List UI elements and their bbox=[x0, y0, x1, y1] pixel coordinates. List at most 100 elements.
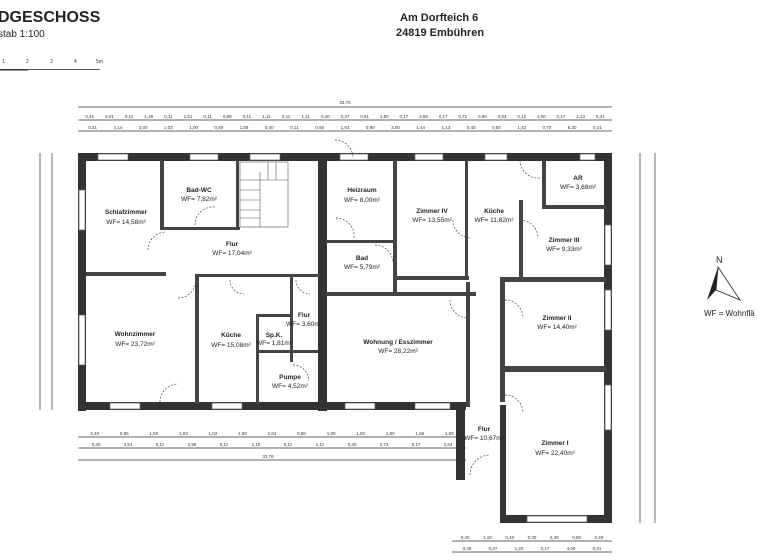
room-speisekammer: Sp.K.WF= 1,81m² bbox=[256, 332, 293, 347]
dimension-label: 0,11 bbox=[282, 114, 291, 119]
dimension-label: 0,40 bbox=[463, 546, 472, 551]
svg-text:WF= 3,68m²: WF= 3,68m² bbox=[560, 184, 597, 191]
dimension-label: 2,73 bbox=[380, 442, 389, 447]
dimension-label: 0,41 bbox=[85, 114, 94, 119]
staircase bbox=[239, 161, 289, 228]
dimension-label: 1,44 bbox=[416, 125, 425, 130]
dimension-total-top: 33,76 bbox=[339, 100, 351, 105]
svg-text:WF= 11,82m²: WF= 11,82m² bbox=[474, 217, 514, 224]
dimension-label: 0,40 bbox=[505, 535, 514, 540]
dimension-label: 0,11 bbox=[284, 442, 293, 447]
svg-text:Pumpe: Pumpe bbox=[279, 374, 301, 381]
dimension-label: 0,41 bbox=[593, 546, 602, 551]
dimension-label: 1,03 bbox=[164, 125, 173, 130]
dimension-label: 0,40 bbox=[321, 114, 330, 119]
dimension-label: 1,42 bbox=[517, 125, 526, 130]
dimension-label: 1,56 bbox=[415, 431, 424, 436]
svg-text:Zimmer IV: Zimmer IV bbox=[416, 208, 448, 215]
dimension-label: 0,40 bbox=[595, 535, 604, 540]
dimension-label: 1,50 bbox=[356, 431, 365, 436]
dimension-label: 0,50 bbox=[315, 125, 324, 130]
dimension-label: 0,11 bbox=[203, 114, 212, 119]
dimension-label: 0,12 bbox=[517, 114, 526, 119]
dimension-label: 1,00 bbox=[189, 125, 198, 130]
svg-text:WF= 14,40m²: WF= 14,40m² bbox=[537, 324, 577, 331]
svg-text:Zimmer II: Zimmer II bbox=[543, 315, 572, 322]
svg-text:WF= 23,72m²: WF= 23,72m² bbox=[115, 341, 155, 348]
dimension-label: 1,00 bbox=[537, 114, 546, 119]
svg-text:WF= 5,79m²: WF= 5,79m² bbox=[344, 264, 381, 271]
dimension-label: 2,49 bbox=[550, 535, 559, 540]
walls bbox=[78, 153, 612, 523]
svg-text:WF= 3,60m²: WF= 3,60m² bbox=[286, 321, 323, 328]
svg-text:Sp.K.: Sp.K. bbox=[266, 332, 283, 339]
dimension-label: 0,71 bbox=[458, 114, 467, 119]
floor-title: DGESCHOSS bbox=[0, 9, 101, 26]
dimension-label: 0,45 bbox=[467, 125, 476, 130]
svg-text:Wohnung / Esszimmer: Wohnung / Esszimmer bbox=[363, 339, 433, 346]
svg-text:Küche: Küche bbox=[484, 208, 504, 215]
dimension-label: 0,86 bbox=[297, 431, 306, 436]
dimension-label: 0,11 bbox=[243, 114, 252, 119]
svg-text:WF= 8,00m²: WF= 8,00m² bbox=[344, 197, 381, 204]
dimension-label: 6,30 bbox=[568, 125, 577, 130]
dimension-label: 0,17 bbox=[557, 114, 566, 119]
svg-text:Wohnzimmer: Wohnzimmer bbox=[115, 331, 156, 338]
dimension-label: 0,90 bbox=[478, 114, 487, 119]
scale-tick: 2 bbox=[26, 59, 29, 65]
dimension-label: 2,56 bbox=[419, 114, 428, 119]
room-zimmer-ii: Zimmer II WF= 14,40m² bbox=[537, 315, 577, 331]
dimension-label: 0,40 bbox=[90, 431, 99, 436]
scale-label: stab 1:100 bbox=[0, 29, 45, 40]
dimension-label: 4,14 bbox=[114, 125, 123, 130]
svg-text:Bad: Bad bbox=[356, 255, 368, 262]
dimension-label: 1,11 bbox=[262, 114, 271, 119]
svg-text:Schlafzimmer: Schlafzimmer bbox=[105, 209, 148, 216]
dimension-label: 1,00 bbox=[327, 431, 336, 436]
dimension-label: 0,37 bbox=[341, 114, 350, 119]
dimension-label: 1,08 bbox=[240, 125, 249, 130]
dimension-label: 0,49 bbox=[214, 125, 223, 130]
dimension-label: 4,51 bbox=[124, 442, 133, 447]
dimension-label: 1,03 bbox=[179, 431, 188, 436]
scale-tick: 5m bbox=[96, 59, 103, 65]
svg-text:WF= 1,81m²: WF= 1,81m² bbox=[256, 340, 293, 347]
scale-tick: 3 bbox=[50, 59, 53, 65]
dimension-label: 1,50 bbox=[149, 431, 158, 436]
svg-text:Zimmer III: Zimmer III bbox=[549, 237, 580, 244]
dimension-label: 4,00 bbox=[567, 546, 576, 551]
legend-text: WF = Wohnflä bbox=[704, 309, 755, 318]
svg-text:WF= 14,58m²: WF= 14,58m² bbox=[106, 219, 146, 226]
dimension-label: 0,84 bbox=[498, 114, 507, 119]
dimension-label: 0,17 bbox=[400, 114, 409, 119]
address-city: 24819 Embühren bbox=[396, 27, 485, 39]
svg-text:WF= 17,04m²: WF= 17,04m² bbox=[212, 250, 252, 257]
svg-text:Flur: Flur bbox=[298, 312, 311, 319]
svg-text:Küche: Küche bbox=[221, 332, 241, 339]
svg-text:WF= 13,55m²: WF= 13,55m² bbox=[412, 217, 452, 224]
svg-text:WF= 10,67m²: WF= 10,67m² bbox=[464, 435, 504, 442]
dimension-label: 1,11 bbox=[301, 114, 310, 119]
dimension-label: 1,50 bbox=[238, 431, 247, 436]
svg-text:Flur: Flur bbox=[478, 426, 491, 433]
dimension-label: 1,03 bbox=[209, 431, 218, 436]
dimension-label: 1,20 bbox=[515, 546, 524, 551]
dimension-label: 1,15 bbox=[252, 442, 261, 447]
dimension-label: 1,50 bbox=[445, 431, 454, 436]
address-street: Am Dorfteich 6 bbox=[400, 12, 479, 24]
svg-text:Flur: Flur bbox=[226, 241, 239, 248]
dimension-label: 0,40 bbox=[92, 442, 101, 447]
dimension-label: 0,11 bbox=[220, 442, 229, 447]
north-label: N bbox=[716, 255, 723, 265]
